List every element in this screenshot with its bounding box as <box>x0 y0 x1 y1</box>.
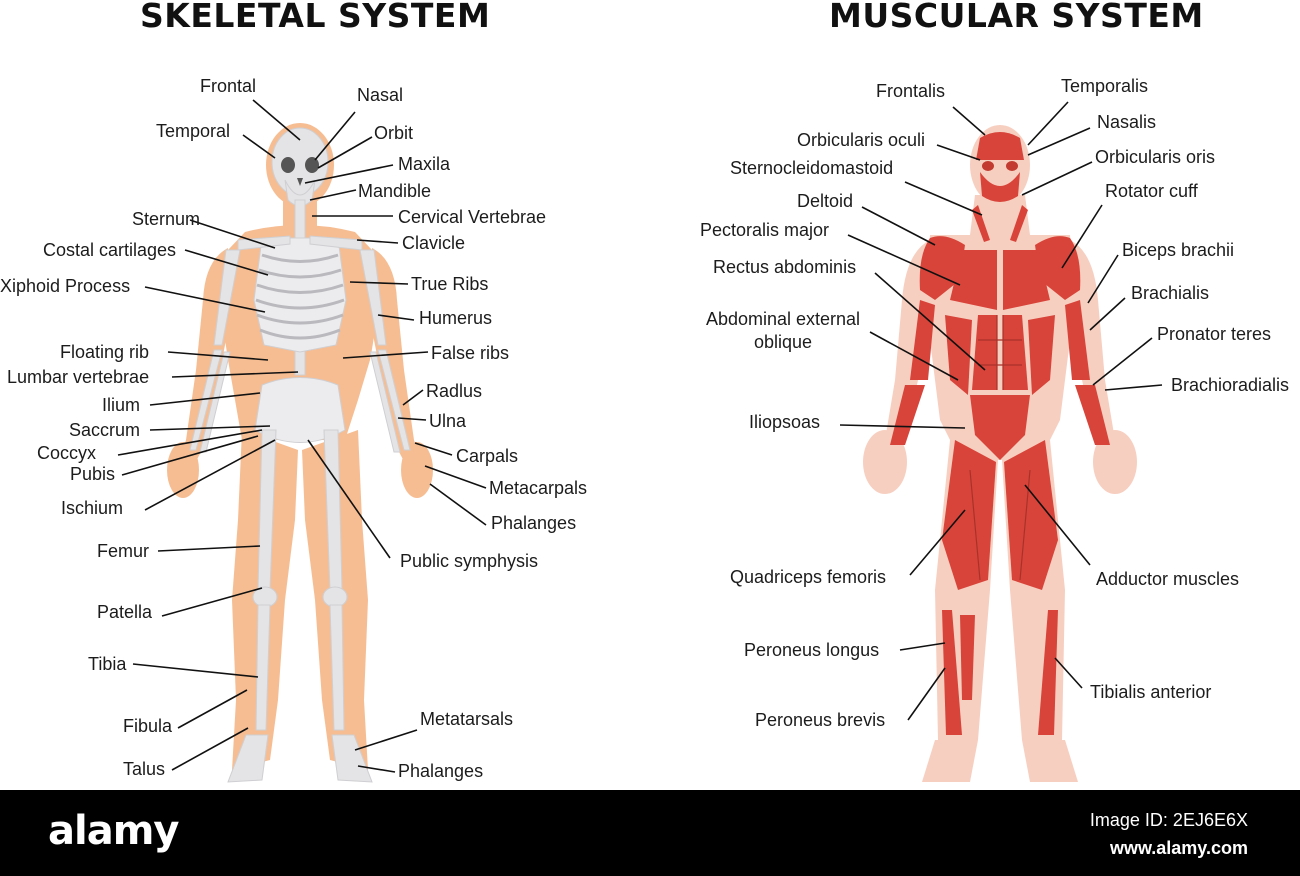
label-orbicularis-oris: Orbicularis oris <box>1095 147 1216 167</box>
label-abdominal-external: Abdominal external <box>705 309 861 329</box>
label-sternocleidomastoid: Sternocleidomastoid <box>730 158 894 178</box>
alamy-logo: alamy <box>48 808 179 854</box>
label-metacarpals: Metacarpals <box>489 478 588 498</box>
label-ischium: Ischium <box>61 498 124 518</box>
label-fibula: Fibula <box>123 716 173 736</box>
label-false-ribs: False ribs <box>431 343 510 363</box>
label-frontal: Frontal <box>200 76 257 96</box>
label-biceps-brachii: Biceps brachii <box>1122 240 1235 260</box>
label-pubis: Pubis <box>70 464 116 484</box>
muscle-groups <box>890 132 1110 735</box>
skeleton-figure <box>167 123 433 783</box>
label-tibialis-anterior: Tibialis anterior <box>1090 682 1212 702</box>
skeletal-system-title: SKELETAL SYSTEM <box>140 0 491 35</box>
bones <box>189 127 411 783</box>
label-tibia: Tibia <box>88 654 127 674</box>
label-nasal: Nasal <box>357 85 404 105</box>
label-patella: Patella <box>97 602 153 622</box>
label-carpals: Carpals <box>456 446 519 466</box>
image-id: Image ID: 2EJ6E6X <box>1089 810 1248 830</box>
label-true-ribs: True Ribs <box>411 274 489 294</box>
label-humerus: Humerus <box>419 308 493 328</box>
leader-lines <box>117 99 1163 773</box>
ribs <box>255 253 345 340</box>
label-quadriceps-femoris: Quadriceps femoris <box>730 567 887 587</box>
label-maxila: Maxila <box>398 154 451 174</box>
label-peroneus-brevis: Peroneus brevis <box>755 710 886 730</box>
label-orbit: Orbit <box>374 123 414 143</box>
muscle-figure <box>863 125 1137 782</box>
label-costal-cartilages: Costal cartilages <box>43 240 177 260</box>
label-iliopsoas: Iliopsoas <box>749 412 821 432</box>
label-oblique: oblique <box>753 332 813 352</box>
label-rotator-cuff: Rotator cuff <box>1105 181 1198 201</box>
label-public-symphysis: Public symphysis <box>400 551 539 571</box>
muscular-system-title: MUSCULAR SYSTEM <box>829 0 1204 35</box>
label-orbicularis-oculi: Orbicularis oculi <box>797 130 926 150</box>
label-femur: Femur <box>97 541 150 561</box>
label-mandible: Mandible <box>358 181 432 201</box>
stock-footer-bar: alamy Image ID: 2EJ6E6X www.alamy.com <box>0 790 1300 876</box>
label-phalanges-foot: Phalanges <box>398 761 484 781</box>
label-metatarsals: Metatarsals <box>420 709 514 729</box>
label-ulna: Ulna <box>429 411 467 431</box>
label-rectus-abdominis: Rectus abdominis <box>713 257 857 277</box>
label-brachioradialis: Brachioradialis <box>1171 375 1290 395</box>
label-nasalis: Nasalis <box>1097 112 1157 132</box>
label-xiphoid-process: Xiphoid Process <box>0 276 131 296</box>
skull-features <box>281 157 319 186</box>
label-pectoralis-major: Pectoralis major <box>700 220 830 240</box>
label-cervical-vertebrae: Cervical Vertebrae <box>398 207 547 227</box>
label-lumbar-vertebrae: Lumbar vertebrae <box>7 367 150 387</box>
anatomy-diagram: SKELETAL SYSTEM MUSCULAR SYSTEM Frontal … <box>0 0 1290 783</box>
label-saccrum: Saccrum <box>69 420 141 440</box>
label-phalanges-hand: Phalanges <box>491 513 577 533</box>
label-frontalis: Frontalis <box>876 81 946 101</box>
label-peroneus-longus: Peroneus longus <box>744 640 880 660</box>
label-talus: Talus <box>123 759 166 779</box>
label-sternum: Sternum <box>132 209 201 229</box>
label-temporalis: Temporalis <box>1061 76 1149 96</box>
label-pronator-teres: Pronator teres <box>1157 324 1272 344</box>
site-url: www.alamy.com <box>1109 838 1248 858</box>
label-floating-rib: Floating rib <box>60 342 150 362</box>
label-adductor-muscles: Adductor muscles <box>1096 569 1240 589</box>
label-radlus: Radlus <box>426 381 483 401</box>
label-coccyx: Coccyx <box>37 443 97 463</box>
label-temporal: Temporal <box>156 121 231 141</box>
label-deltoid: Deltoid <box>797 191 854 211</box>
label-brachialis: Brachialis <box>1131 283 1210 303</box>
label-clavicle: Clavicle <box>402 233 466 253</box>
diagram-artwork <box>117 99 1163 783</box>
label-ilium: Ilium <box>102 395 141 415</box>
